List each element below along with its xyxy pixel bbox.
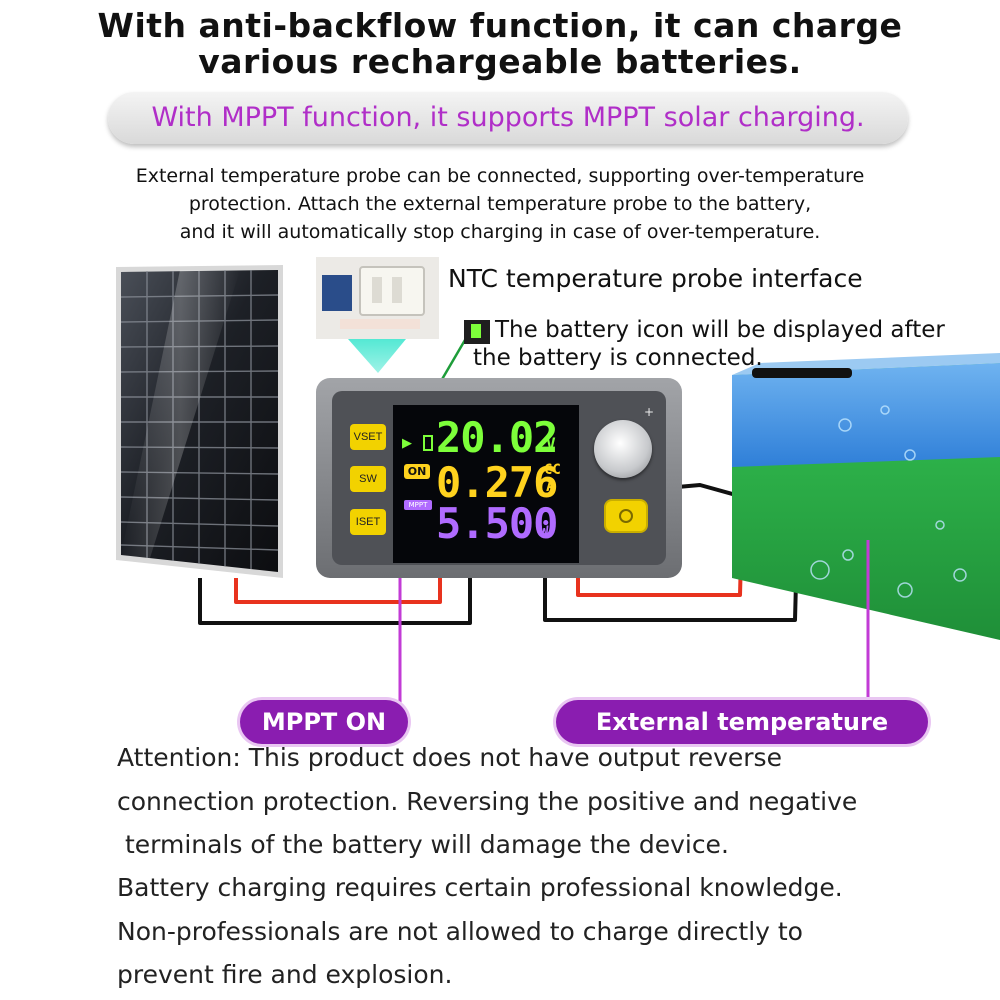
voltage-readout: 20.02 — [436, 413, 558, 462]
battery-pack-image — [732, 353, 1000, 640]
headline-line-1: With anti-backflow function, it can char… — [97, 6, 903, 45]
description-line-3: and it will automatically stop charging … — [179, 221, 821, 243]
warning-line-5: Non-professionals are not allowed to cha… — [117, 917, 803, 946]
probe-callout: External temperature probe — [556, 700, 928, 780]
ntc-connector-image — [316, 257, 439, 373]
headline-line-2: various rechargeable batteries. — [198, 42, 802, 81]
lcd-battery-icon — [423, 435, 433, 451]
vset-button[interactable]: VSET — [350, 424, 386, 450]
speaker-icon: ▶ — [402, 436, 412, 451]
sw-button[interactable]: SW — [350, 466, 386, 492]
warning-line-2: connection protection. Reversing the pos… — [117, 787, 858, 816]
warning-line-6: prevent fire and explosion. — [117, 960, 453, 989]
plus-icon: + — [644, 405, 655, 419]
mppt-on-callout: MPPT ON — [240, 700, 408, 744]
mppt-banner-text: With MPPT function, it supports MPPT sol… — [151, 102, 865, 133]
warning-line-1: Attention: This product does not have ou… — [117, 743, 782, 772]
solar-panel-image — [116, 265, 283, 578]
converter-device — [316, 378, 682, 578]
on-badge: ON — [404, 464, 430, 479]
iset-button[interactable]: ISET — [350, 509, 386, 535]
current-readout: 0.276 — [436, 458, 558, 507]
description-line-1: External temperature probe can be connec… — [135, 165, 865, 187]
power-icon — [619, 509, 633, 523]
power-readout: 5.500 — [436, 499, 558, 548]
battery-note-line-2: the battery is connected. — [473, 345, 763, 371]
voltage-unit: V — [546, 434, 556, 453]
mppt-badge: MPPT — [404, 500, 432, 510]
cc-mode-label: CC — [544, 462, 561, 478]
warning-line-3: terminals of the battery will damage the… — [117, 830, 729, 859]
warning-line-4: Battery charging requires certain profes… — [117, 873, 843, 902]
adjust-knob[interactable] — [594, 420, 652, 478]
battery-note-line-1: The battery icon will be displayed after — [495, 317, 945, 343]
current-unit: A — [546, 476, 556, 495]
power-unit: W — [540, 524, 549, 540]
mppt-banner: With MPPT function, it supports MPPT sol… — [108, 92, 908, 144]
ntc-label: NTC temperature probe interface — [448, 264, 863, 293]
power-button[interactable] — [604, 499, 648, 533]
description-line-2: protection. Attach the external temperat… — [188, 193, 812, 215]
product-illustration — [116, 257, 1000, 715]
battery-icon — [464, 320, 490, 344]
